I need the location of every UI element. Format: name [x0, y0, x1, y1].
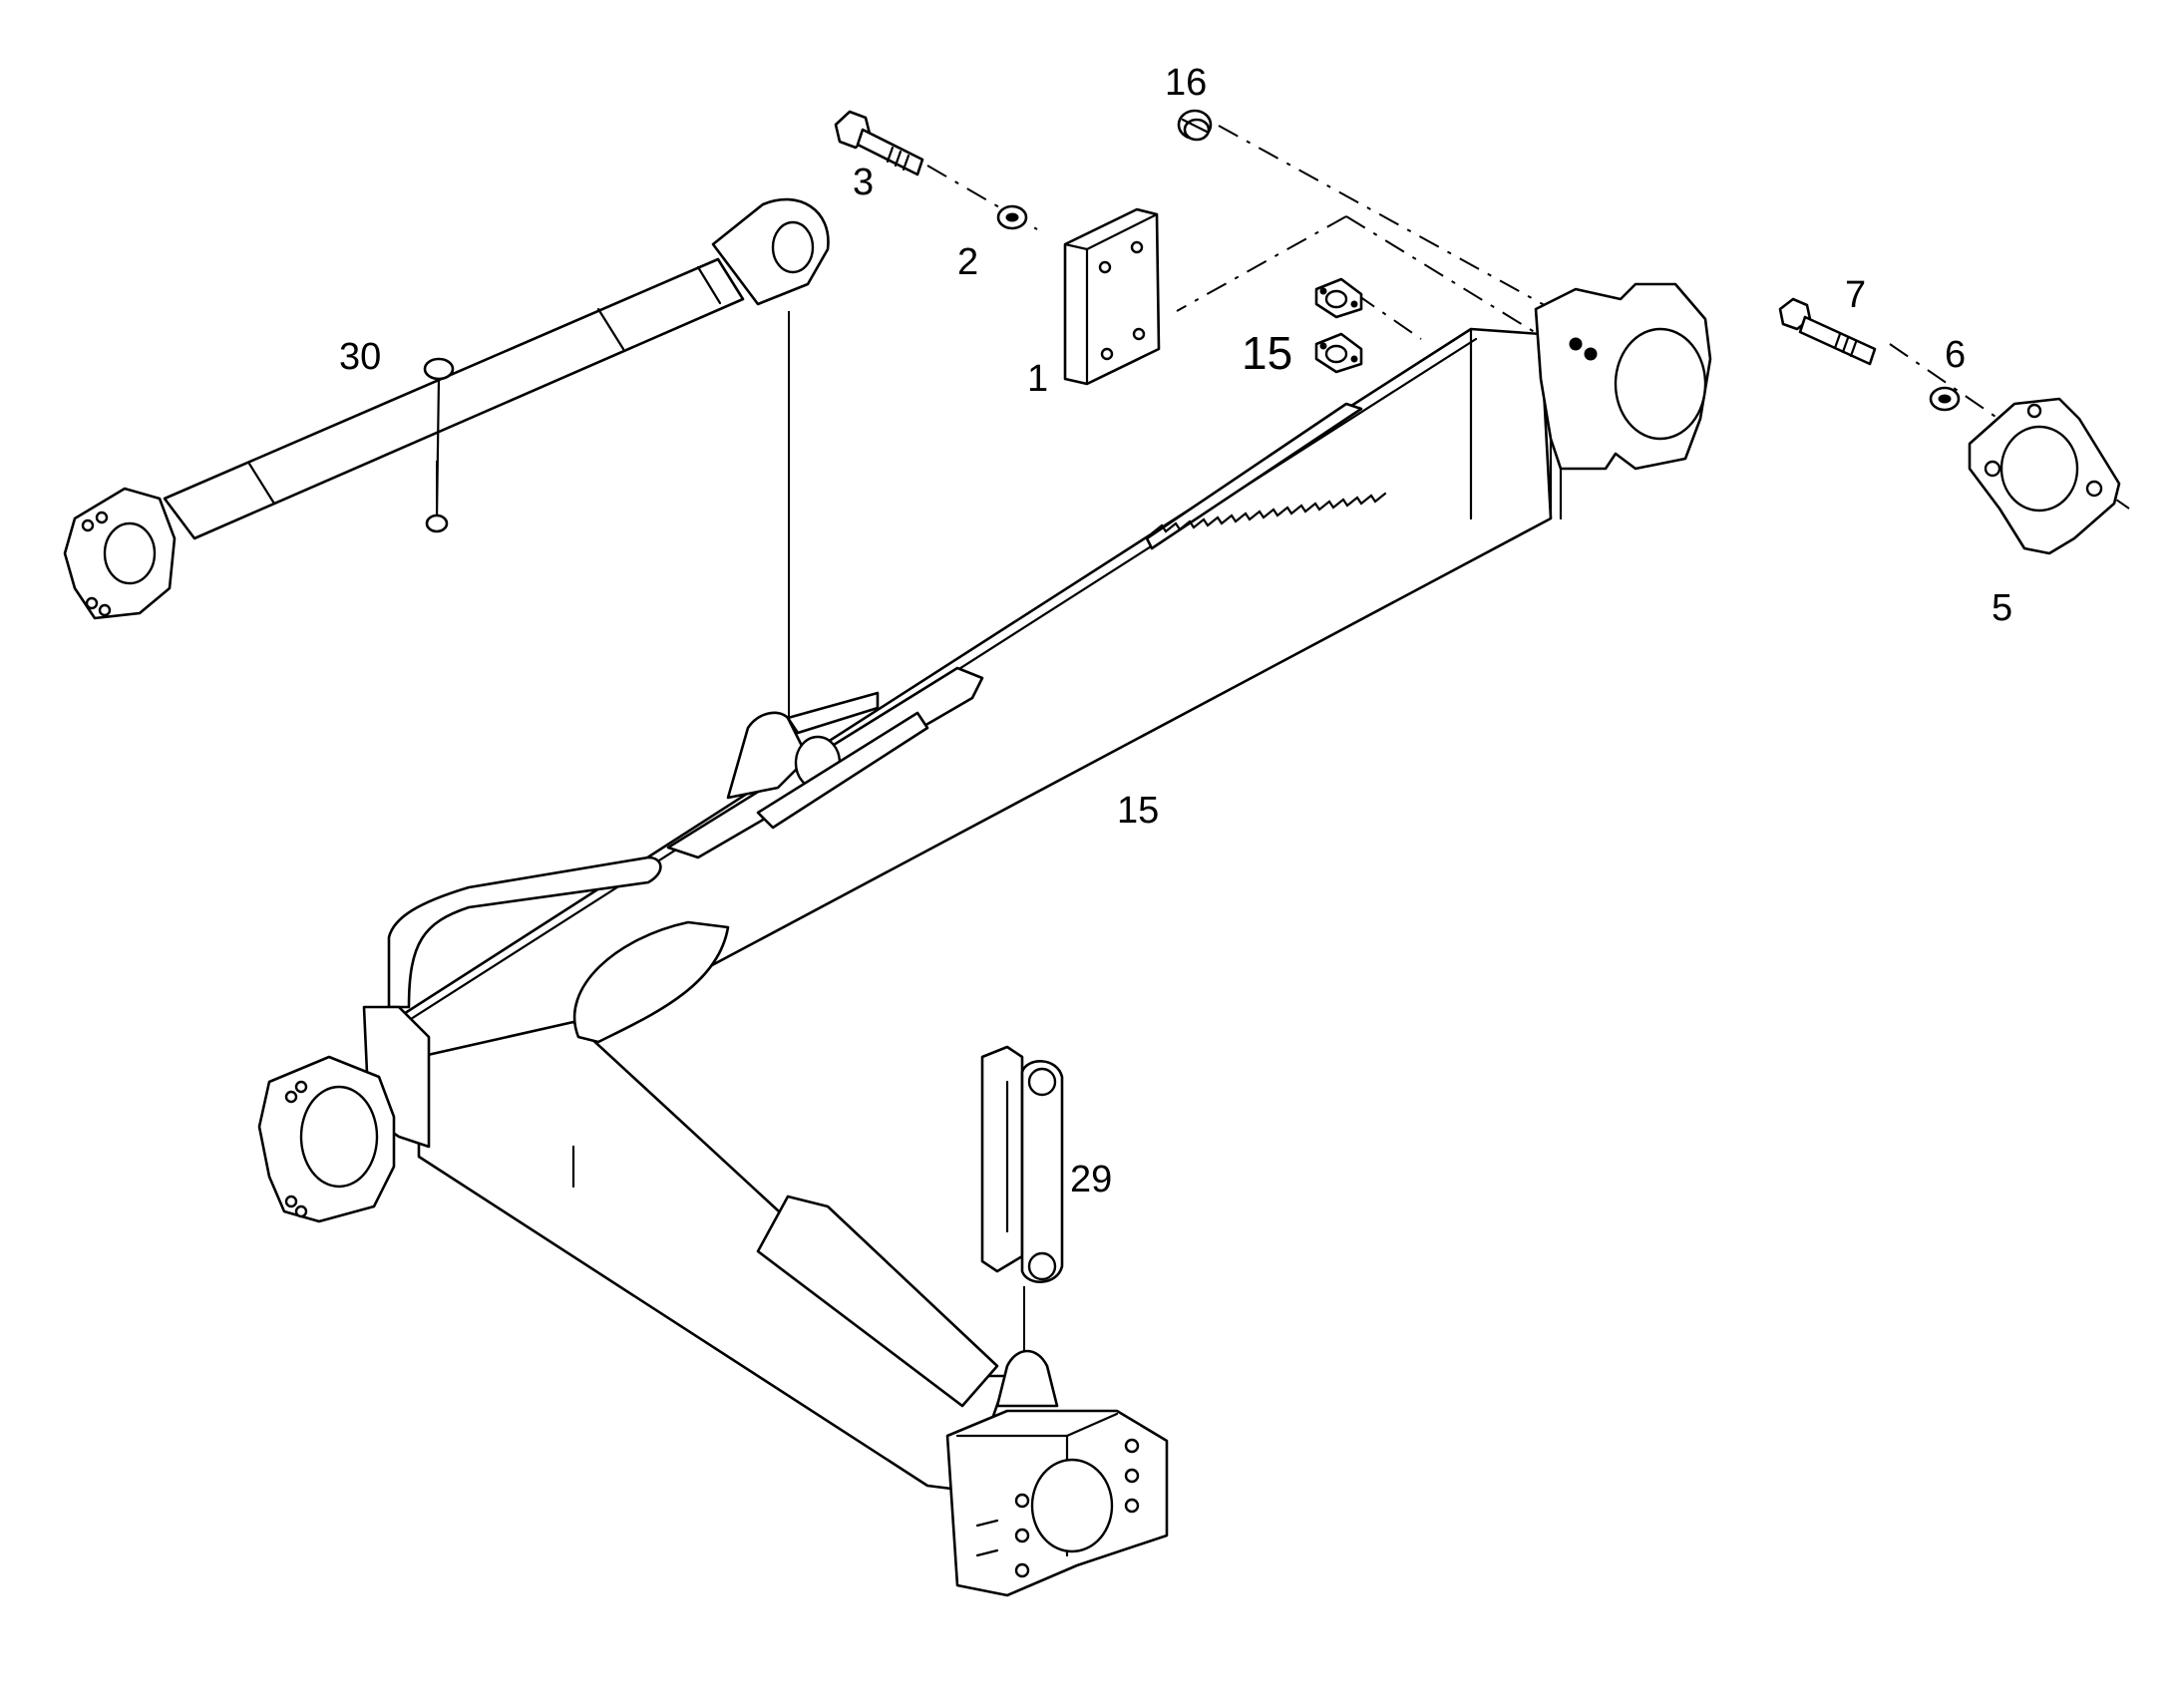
callout-1: 1: [1027, 358, 1048, 400]
part-2-washer: [996, 204, 1028, 230]
part-3-bolt: [834, 110, 924, 176]
rear-pivot-block: [945, 1349, 1169, 1597]
part-7-bolt: [1778, 297, 1877, 366]
part-5-flange: [1968, 397, 2121, 555]
part-15-small-clamps: [1314, 277, 1363, 374]
part-29-link: [980, 1045, 1064, 1283]
callout-6: 6: [1945, 334, 1966, 376]
callout-29: 29: [1070, 1159, 1112, 1200]
part-6-washer: [1929, 386, 1961, 412]
center-bracket: [666, 666, 984, 859]
part-16-plug: [1177, 109, 1213, 142]
callout-labels: 1 2 3 16 15 15 7 6 5 29 30: [339, 62, 2012, 1200]
part-30-cylinder: [63, 197, 830, 620]
part-1-plate: [1063, 207, 1161, 386]
callout-2: 2: [957, 241, 978, 283]
callout-3: 3: [853, 162, 874, 203]
ratchet-strip: [1145, 402, 1387, 550]
callout-5: 5: [1992, 587, 2012, 629]
callout-30: 30: [339, 336, 381, 378]
callout-16: 16: [1165, 62, 1207, 104]
callout-7: 7: [1845, 274, 1866, 316]
callout-15-small: 15: [1242, 327, 1292, 379]
main-frame-right-clamp: [1534, 282, 1712, 471]
main-frame-part-15: [257, 327, 1563, 1493]
callout-15-main: 15: [1117, 790, 1159, 832]
